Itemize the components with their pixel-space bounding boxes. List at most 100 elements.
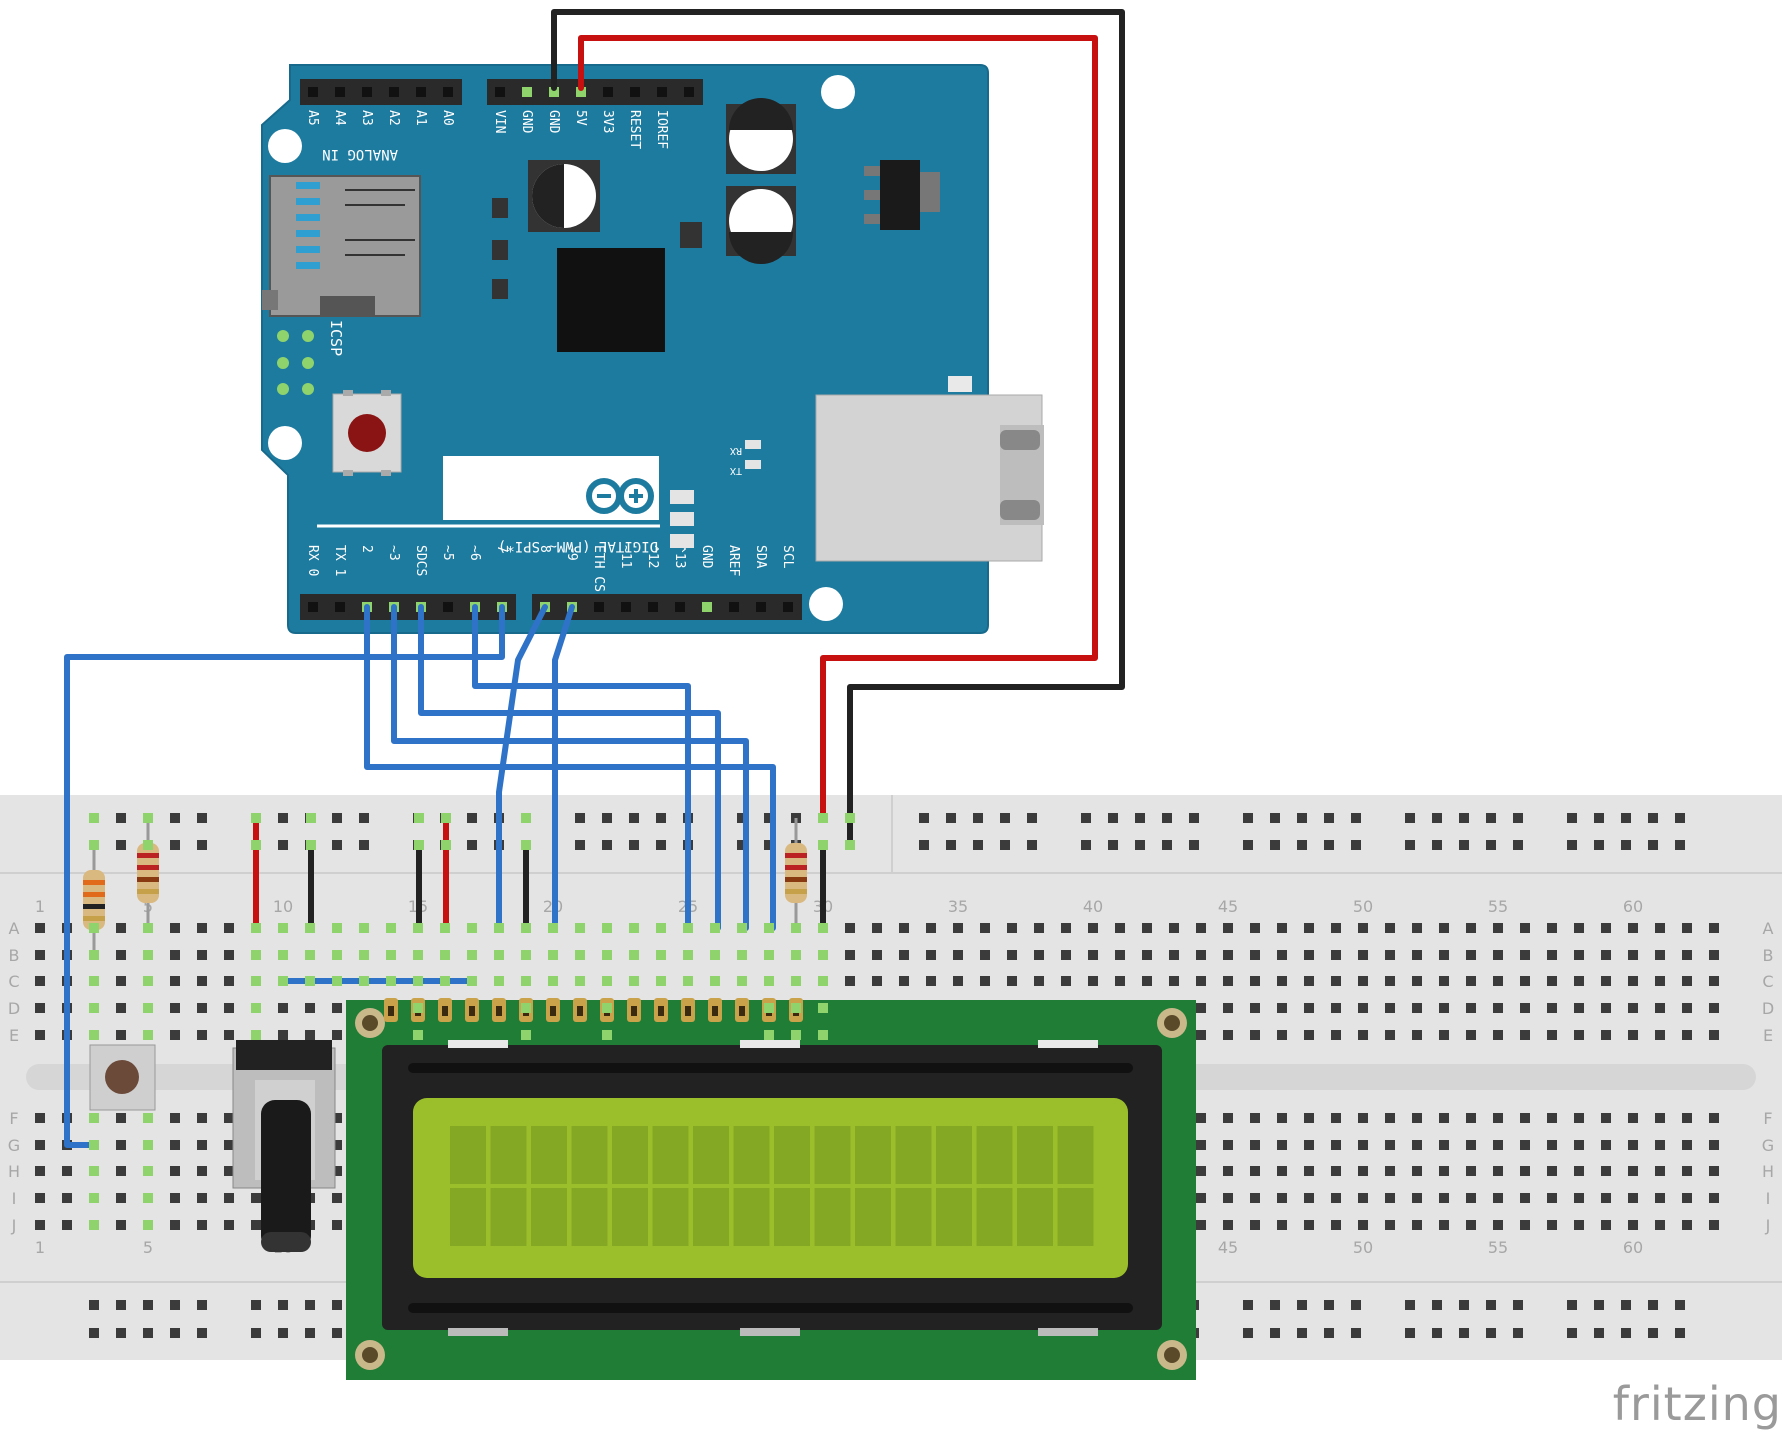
breadboard-hole [1574, 1030, 1584, 1040]
signal-wire [64, 604, 505, 1148]
breadboard-hole [1351, 1328, 1361, 1338]
column-number: 45 [1218, 1238, 1238, 1257]
breadboard-hole [1459, 813, 1469, 823]
breadboard-hole [1351, 1300, 1361, 1310]
pin-label: A3 [359, 110, 374, 126]
breadboard-hole [1358, 950, 1368, 960]
breadboard-hole [332, 1328, 342, 1338]
breadboard-hole [1250, 1166, 1260, 1176]
breadboard-hole [251, 1300, 261, 1310]
pin-label: SCL [780, 545, 795, 569]
reset-button-icon [332, 390, 402, 476]
breadboard-hole [1243, 1300, 1253, 1310]
breadboard-hole [170, 1113, 180, 1123]
breadboard-hole [1277, 1220, 1287, 1230]
breadboard-hole [1385, 1220, 1395, 1230]
breadboard-hole [1196, 923, 1206, 933]
breadboard-hole [575, 813, 585, 823]
breadboard-hole [1520, 1193, 1530, 1203]
breadboard-hole [1682, 1220, 1692, 1230]
breadboard-hole [143, 1328, 153, 1338]
breadboard-hole [116, 976, 126, 986]
breadboard-hole [1270, 840, 1280, 850]
breadboard-hole [1682, 976, 1692, 986]
breadboard-hole [1331, 1003, 1341, 1013]
breadboard-hole [1520, 976, 1530, 986]
breadboard-hole [1520, 1140, 1530, 1150]
breadboard-hole [170, 1030, 180, 1040]
breadboard-hole [1439, 1113, 1449, 1123]
breadboard-hole [1459, 1300, 1469, 1310]
breadboard-hole [116, 1220, 126, 1230]
breadboard-hole [1007, 923, 1017, 933]
breadboard-hole [1432, 840, 1442, 850]
breadboard-hole [1243, 813, 1253, 823]
row-letter: G [1762, 1136, 1774, 1155]
pin-label: ~5 [440, 545, 455, 561]
breadboard-hole [980, 923, 990, 933]
breadboard-hole [1297, 840, 1307, 850]
breadboard-hole-active [89, 976, 99, 986]
breadboard-hole-active [818, 813, 828, 823]
breadboard-hole [1493, 976, 1503, 986]
breadboard-hole-active [278, 923, 288, 933]
breadboard-hole [1115, 976, 1125, 986]
icsp-label: ICSP [327, 320, 345, 356]
breadboard-hole [1277, 1003, 1287, 1013]
breadboard-hole [1709, 1113, 1719, 1123]
breadboard-hole [1412, 1113, 1422, 1123]
breadboard-hole [1270, 1300, 1280, 1310]
lcd-character-cell [450, 1126, 486, 1184]
digital-label: DIGITAL (PWM~ SPI*) [498, 538, 658, 554]
breadboard-hole-active [467, 950, 477, 960]
breadboard-hole [1405, 1328, 1415, 1338]
breadboard-hole [197, 813, 207, 823]
breadboard-hole [1223, 1166, 1233, 1176]
breadboard-hole [1601, 1166, 1611, 1176]
breadboard-hole [1385, 1140, 1395, 1150]
breadboard-hole [1061, 976, 1071, 986]
sd-card-slot-icon [262, 175, 421, 317]
breadboard-hole [926, 950, 936, 960]
row-letter: H [1762, 1162, 1774, 1181]
breadboard-hole [1162, 813, 1172, 823]
breadboard-hole [1432, 1328, 1442, 1338]
header-pin [335, 87, 345, 97]
breadboard-hole [1459, 840, 1469, 850]
breadboard-hole [224, 923, 234, 933]
breadboard-hole [278, 1328, 288, 1338]
breadboard-hole [1250, 1140, 1260, 1150]
breadboard-hole [1169, 976, 1179, 986]
breadboard-hole-active [818, 1003, 828, 1013]
breadboard-hole-active [251, 813, 261, 823]
breadboard-hole [359, 840, 369, 850]
header-pin [522, 87, 532, 97]
breadboard-hole [1439, 1220, 1449, 1230]
breadboard-hole [1520, 950, 1530, 960]
breadboard-hole [1223, 1220, 1233, 1230]
breadboard-hole-active [278, 950, 288, 960]
breadboard-hole-active [494, 950, 504, 960]
breadboard-hole-active [305, 976, 315, 986]
row-letter: B [1763, 946, 1774, 965]
breadboard-hole [62, 1166, 72, 1176]
breadboard-hole-active [656, 976, 666, 986]
breadboard-hole [1628, 950, 1638, 960]
breadboard-hole [1520, 1113, 1530, 1123]
breadboard-hole [1270, 813, 1280, 823]
lcd-character-cell [693, 1126, 729, 1184]
breadboard-hole [1412, 1220, 1422, 1230]
breadboard-hole [1466, 1220, 1476, 1230]
breadboard-hole-active [494, 976, 504, 986]
breadboard-hole [1297, 813, 1307, 823]
lcd-character-cell [774, 1126, 810, 1184]
breadboard-hole-active [575, 950, 585, 960]
breadboard-hole [1304, 1113, 1314, 1123]
breadboard-hole [116, 1030, 126, 1040]
breadboard-hole [1709, 1030, 1719, 1040]
row-letter: C [1762, 972, 1773, 991]
breadboard-hole [1601, 1003, 1611, 1013]
breadboard-hole [1594, 1328, 1604, 1338]
breadboard-hole [1574, 1003, 1584, 1013]
breadboard-hole [305, 1328, 315, 1338]
